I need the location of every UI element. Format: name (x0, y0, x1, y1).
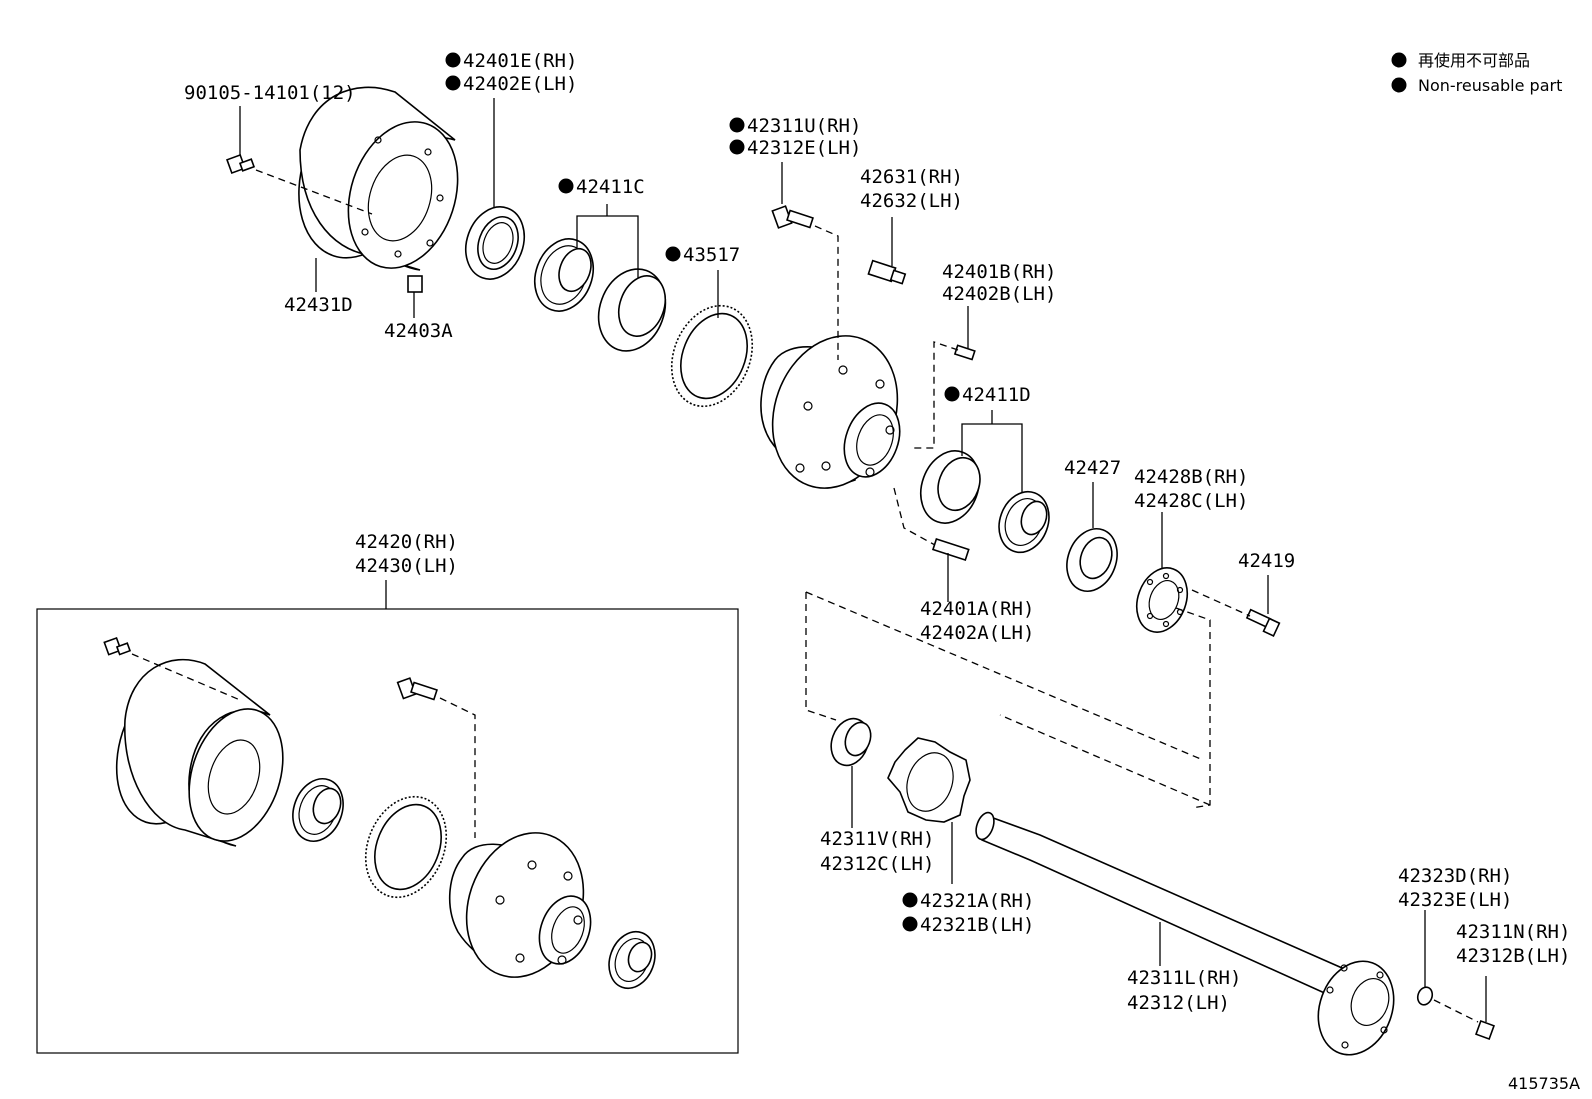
callout-42321A[interactable]: 42321A(RH) (920, 890, 1034, 912)
callout-42311V[interactable]: 42311V(RH) (820, 828, 934, 850)
non-reusable-bullet-icon (445, 52, 461, 68)
sensor-rotor-43517[interactable] (657, 294, 766, 419)
axle-shaft-42311L[interactable] (973, 810, 1407, 1065)
callout-42312C[interactable]: 42312C(LH) (820, 853, 934, 875)
callout-42428B[interactable]: 42428B(RH) (1134, 466, 1248, 488)
non-reusable-bullet-icon (558, 178, 574, 194)
callout-42411D[interactable]: 42411D (962, 384, 1031, 406)
callout-42323E[interactable]: 42323E(LH) (1398, 889, 1512, 911)
callout-42631[interactable]: 42631(RH) (860, 166, 963, 188)
non-reusable-bullet-icon (729, 117, 745, 133)
callout-42420[interactable]: 42420(RH) (355, 531, 458, 553)
stud-42401A[interactable] (931, 537, 970, 561)
callout-42632[interactable]: 42632(LH) (860, 190, 963, 212)
brake-drum-42431D[interactable] (279, 76, 476, 282)
washer-42323D[interactable] (1415, 985, 1434, 1007)
legend-bullet-icon (1391, 77, 1407, 93)
leader-lines (239, 98, 1487, 1022)
callout-42401E[interactable]: 42401E(RH) (463, 50, 577, 72)
non-reusable-bullet-icon (729, 139, 745, 155)
callout-42427[interactable]: 42427 (1064, 457, 1121, 479)
callout-42321B[interactable]: 42321B(LH) (920, 914, 1034, 936)
callout-42402A[interactable]: 42402A(LH) (920, 622, 1034, 644)
pin-42401B[interactable] (953, 344, 976, 361)
screw-42419[interactable] (1245, 608, 1281, 637)
callout-42411C[interactable]: 42411C (576, 176, 645, 198)
lock-washer-42427[interactable] (1059, 522, 1126, 599)
callouts: 90105-14101(12) 42431D 42403A 42401E(RH)… (184, 50, 1580, 1093)
nut-42311N[interactable] (1475, 1020, 1495, 1040)
callout-42401B[interactable]: 42401B(RH) (942, 261, 1056, 283)
callout-42402E[interactable]: 42402E(LH) (463, 73, 577, 95)
bearing-cup-42411C[interactable] (588, 260, 677, 361)
legend: 再使用不可部品 Non-reusable part (1391, 51, 1562, 95)
non-reusable-bullet-icon (944, 386, 960, 402)
callout-42401A[interactable]: 42401A(RH) (920, 598, 1034, 620)
bearing-cone-42411D[interactable] (991, 485, 1057, 560)
callout-42419[interactable]: 42419 (1238, 550, 1295, 572)
hub-bolt-42311U[interactable] (771, 205, 814, 229)
callout-42312[interactable]: 42312(LH) (1127, 992, 1230, 1014)
oil-seal-42401E[interactable] (456, 199, 534, 288)
callout-42323D[interactable]: 42323D(RH) (1398, 865, 1512, 887)
callout-42403A[interactable]: 42403A (384, 320, 453, 342)
bearing-cone-42411C[interactable] (525, 231, 603, 320)
callout-42311N[interactable]: 42311N(RH) (1456, 921, 1570, 943)
callout-43517[interactable]: 43517 (683, 244, 740, 266)
diagram-code: 415735A (1508, 1074, 1580, 1093)
legend-english: Non-reusable part (1418, 76, 1562, 95)
callout-42311L[interactable]: 42311L(RH) (1127, 967, 1241, 989)
adjusting-nut-42428B[interactable] (1128, 561, 1196, 639)
callout-42311U[interactable]: 42311U(RH) (747, 115, 861, 137)
callout-42430[interactable]: 42430(LH) (355, 555, 458, 577)
gasket-42321A[interactable] (887, 737, 971, 823)
oil-seal-42311V[interactable] (825, 713, 875, 770)
callout-42312B[interactable]: 42312B(LH) (1456, 945, 1570, 967)
non-reusable-bullet-icon (665, 246, 681, 262)
callout-42312E[interactable]: 42312E(LH) (747, 137, 861, 159)
stud-bolt-42631[interactable] (867, 259, 907, 285)
hub-assembly-inset-42420[interactable] (36, 608, 739, 1054)
non-reusable-bullet-icon (902, 892, 918, 908)
non-reusable-bullet-icon (902, 916, 918, 932)
legend-bullet-icon (1391, 52, 1407, 68)
bearing-cup-42411D[interactable] (911, 443, 989, 532)
callout-42428C[interactable]: 42428C(LH) (1134, 490, 1248, 512)
clip-42403A[interactable] (407, 275, 423, 293)
callout-42431D[interactable]: 42431D (284, 294, 353, 316)
non-reusable-bullet-icon (445, 75, 461, 91)
legend-japanese: 再使用不可部品 (1418, 51, 1530, 70)
hub-bolt-90105[interactable] (226, 154, 256, 174)
axle-hub[interactable] (752, 318, 918, 506)
callout-42402B[interactable]: 42402B(LH) (942, 283, 1056, 305)
callout-90105[interactable]: 90105-14101(12) (184, 82, 356, 104)
